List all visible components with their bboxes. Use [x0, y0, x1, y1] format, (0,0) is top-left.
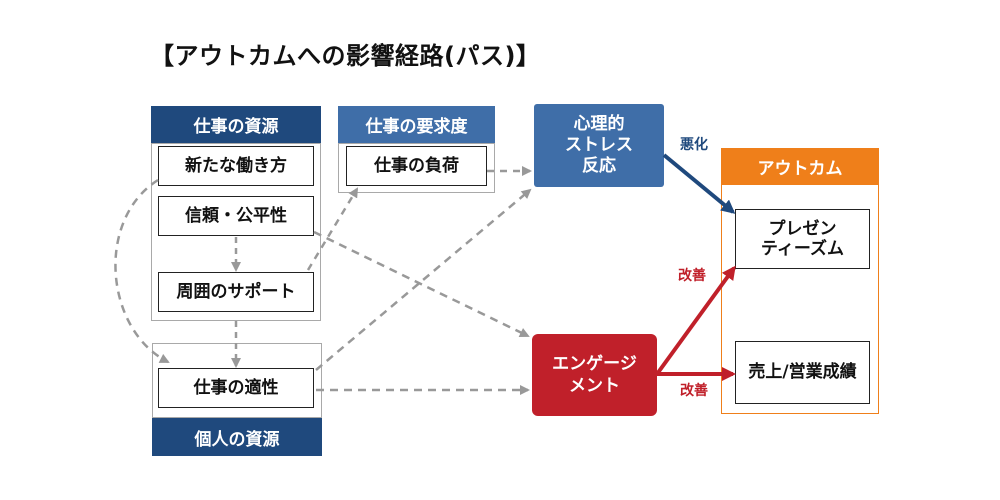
- personal-resources-header: 個人の資源: [152, 418, 322, 456]
- outcome-header: アウトカム: [721, 148, 879, 184]
- diagram-title: 【アウトカムへの影響経路(パス)】: [150, 42, 541, 70]
- arrow-engagement-to-presenteeism: [655, 265, 736, 376]
- stress-line-2: ストレス: [565, 134, 633, 155]
- engagement-line-1: エンゲージ: [552, 353, 637, 374]
- engagement-box: エンゲージ メント: [532, 334, 657, 416]
- psychological-stress-box: 心理的 ストレス 反応: [534, 104, 664, 187]
- job-demands-header: 仕事の要求度: [338, 106, 495, 143]
- presenteeism-line-2: ティーズム: [760, 239, 845, 259]
- personal-job-aptitude: 仕事の適性: [158, 368, 314, 408]
- stress-line-1: 心理的: [573, 113, 625, 134]
- arrow-newwork-to-aptitude: [114, 178, 170, 364]
- stress-line-3: 反応: [582, 156, 616, 177]
- demand-workload: 仕事の負荷: [346, 146, 487, 186]
- arrow-stress-to-presenteeism: [662, 153, 736, 214]
- arrow-support-to-workload: [306, 187, 359, 271]
- improve-label-top: 改善: [678, 268, 706, 284]
- job-resources-header: 仕事の資源: [151, 106, 321, 143]
- arrow-trust-to-engagement: [313, 230, 530, 338]
- improve-label-bottom: 改善: [680, 383, 708, 399]
- outcome-presenteeism: プレゼン ティーズム: [735, 209, 870, 269]
- arrow-aptitude-to-stress: [315, 188, 532, 371]
- resource-new-work-style: 新たな働き方: [158, 146, 314, 186]
- outcome-sales-performance: 売上/営業成績: [735, 341, 870, 404]
- resource-trust-fairness: 信頼・公平性: [158, 196, 314, 236]
- worsen-label: 悪化: [680, 137, 708, 153]
- presenteeism-line-1: プレゼン: [768, 218, 837, 239]
- resource-surrounding-support: 周囲のサポート: [158, 272, 314, 312]
- engagement-line-2: メント: [568, 376, 620, 396]
